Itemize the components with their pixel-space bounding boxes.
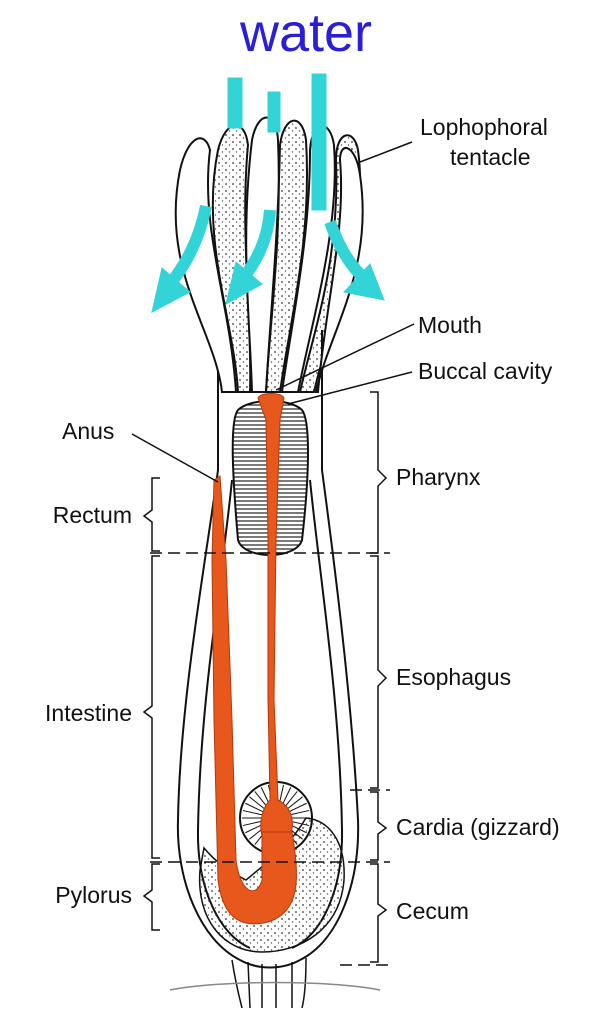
lophophore-tentacles xyxy=(176,118,363,393)
label-esophagus: Esophagus xyxy=(396,664,511,690)
leader-anus xyxy=(132,434,218,482)
cardia-ray xyxy=(282,787,291,805)
label-rectum: Rectum xyxy=(30,502,132,528)
label-anus: Anus xyxy=(62,418,114,444)
bracket-pylorus xyxy=(144,864,160,930)
cardia-ray xyxy=(243,821,262,825)
label-tentacle: tentacle xyxy=(450,144,531,170)
cardia-ray xyxy=(287,797,303,809)
cardia-ray xyxy=(255,791,267,807)
cardia-ray xyxy=(243,810,262,814)
bracket-cardia xyxy=(370,792,386,860)
bracket-cecum xyxy=(370,864,386,962)
label-cardia: Cardia (gizzard) xyxy=(396,814,560,840)
label-pharynx: Pharynx xyxy=(396,464,480,490)
bracket-rectum xyxy=(144,478,160,551)
leader-lophophoral-tentacle xyxy=(360,142,412,162)
cardia-ray xyxy=(249,797,265,809)
body-bottom xyxy=(240,960,300,968)
cardia-ray xyxy=(245,803,263,812)
label-lophophoral: Lophophoral xyxy=(420,114,548,140)
bracket-intestine xyxy=(144,556,160,858)
label-pylorus: Pylorus xyxy=(20,882,132,908)
cardia-ray xyxy=(289,803,307,812)
bracket-esophagus xyxy=(370,556,386,788)
label-mouth: Mouth xyxy=(418,312,482,338)
label-buccal-cavity: Buccal cavity xyxy=(418,358,552,384)
cardia-ray xyxy=(285,791,297,807)
cardia-ray xyxy=(290,810,309,814)
label-cecum: Cecum xyxy=(396,898,469,924)
bracket-pharynx xyxy=(370,392,386,553)
label-intestine: Intestine xyxy=(10,700,132,726)
